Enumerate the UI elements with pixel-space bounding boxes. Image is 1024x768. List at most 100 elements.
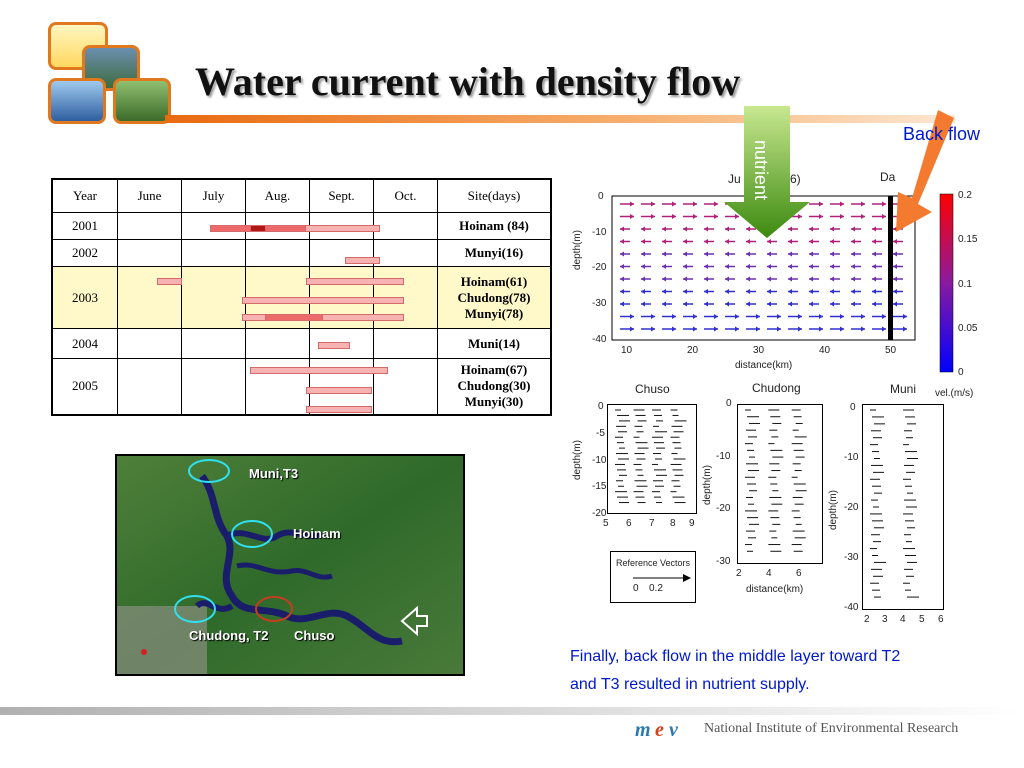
velocity-vector-head: [788, 226, 792, 232]
velocity-vector-head: [819, 314, 823, 319]
velocity-vector-head: [704, 301, 708, 307]
velocity-vector-head: [714, 326, 718, 332]
velocity-vector-head: [872, 264, 876, 269]
velocity-vector-head: [872, 276, 876, 282]
velocity-vector-head: [662, 289, 666, 294]
xlabel: distance(km): [746, 584, 804, 595]
ylabel: depth(m): [572, 439, 583, 480]
velocity-vector-head: [620, 226, 624, 232]
velocity-vector-head: [620, 301, 624, 307]
velocity-vector-head: [746, 276, 750, 282]
svg-text:e: e: [655, 719, 664, 741]
caption-line-2: and T3 resulted in nutrient supply.: [570, 676, 810, 693]
ytick: -20: [716, 503, 731, 514]
velocity-vector-head: [777, 326, 781, 332]
velocity-vector-head: [830, 239, 834, 244]
period-bar: [345, 257, 380, 264]
ylabel: depth(m): [828, 489, 839, 530]
sampling-table: Year June July Aug. Sept. Oct. Site(days…: [51, 178, 552, 416]
xtick: 5: [919, 614, 925, 625]
velocity-vector-head: [725, 276, 729, 282]
velocity-vector-head: [851, 226, 855, 232]
velocity-vector-head: [893, 264, 897, 269]
velocity-vector-head: [767, 239, 771, 244]
velocity-vector-head: [714, 201, 718, 207]
xtick: 40: [819, 345, 831, 356]
velocity-vector-head: [798, 214, 802, 219]
period-bar: [242, 297, 404, 304]
ref-tick: 0.2: [649, 583, 663, 594]
velocity-vector-head: [872, 226, 876, 232]
period-bar: [306, 406, 372, 413]
velocity-vector-head: [872, 251, 876, 257]
xtick: 2: [736, 568, 742, 579]
year-cell: 2002: [51, 239, 118, 267]
velocity-vector-head: [672, 326, 676, 332]
velocity-vector-head: [662, 226, 666, 232]
velocity-vector-head: [662, 264, 666, 269]
ytick: -40: [592, 334, 607, 345]
velocity-vector-head: [630, 214, 634, 219]
xtick: 20: [687, 345, 699, 356]
colorbar-tick: 0.1: [958, 279, 972, 290]
period-bar: [157, 278, 182, 285]
velocity-vector-head: [851, 239, 855, 244]
xtick: 6: [938, 614, 944, 625]
velocity-vector-head: [725, 251, 729, 257]
velocity-vector-head: [777, 314, 781, 319]
velocity-vector-head: [693, 214, 697, 219]
ytick: -20: [592, 508, 607, 519]
velocity-vector-head: [693, 326, 697, 332]
velocity-vector-head: [641, 301, 645, 307]
ytick: 0: [598, 401, 604, 412]
velocity-vector-head: [725, 264, 729, 269]
period-bar: [318, 342, 350, 349]
caption: Finally, back flow in the middle layer t…: [570, 643, 900, 699]
chudong-title: Chudong: [752, 381, 801, 395]
xlabel: distance(km): [735, 360, 793, 371]
velocity-vector-head: [651, 314, 655, 319]
velocity-vector-head: [788, 289, 792, 294]
velocity-vector-head: [788, 251, 792, 257]
velocity-vector-head: [704, 276, 708, 282]
table-row: 2002 Munyi(16): [51, 239, 552, 267]
velocity-vector-head: [861, 326, 865, 332]
velocity-vector-head: [893, 301, 897, 307]
velocity-vector-head: [641, 251, 645, 257]
velocity-vector-head: [809, 251, 813, 257]
velocity-vector-head: [840, 201, 844, 207]
xtick: 9: [689, 518, 695, 529]
velocity-vector-head: [851, 289, 855, 294]
xtick: 3: [882, 614, 888, 625]
velocity-vector-head: [662, 301, 666, 307]
velocity-vector-head: [861, 214, 865, 219]
ytick: -30: [592, 298, 607, 309]
ytick: -10: [844, 452, 859, 463]
velocity-vector-head: [620, 239, 624, 244]
velocity-vector-head: [830, 276, 834, 282]
chuso-title: Chuso: [635, 382, 670, 396]
colorbar-tick: 0: [958, 367, 964, 378]
velocity-vector-head: [809, 239, 813, 244]
velocity-vector-head: [620, 289, 624, 294]
velocity-vector-head: [620, 264, 624, 269]
velocity-vector-head: [630, 326, 634, 332]
plot-title-left: Ju: [728, 172, 741, 186]
colorbar-tick: 0.2: [958, 190, 972, 201]
velocity-vector-head: [767, 264, 771, 269]
period-bar: [306, 278, 404, 285]
velocity-vector-head: [746, 289, 750, 294]
ylabel: depth(m): [702, 464, 713, 505]
velocity-vector-head: [683, 276, 687, 282]
velocity-vector-head: [725, 301, 729, 307]
velocity-vector-head: [882, 201, 886, 207]
velocity-vector-head: [672, 314, 676, 319]
reference-vectors-title: Reference Vectors: [616, 558, 691, 568]
velocity-vector-head: [735, 314, 739, 319]
velocity-vector-head: [767, 289, 771, 294]
site-cell: Hoinam(67) Chudong(30) Munyi(30): [437, 358, 552, 415]
velocity-vector-head: [893, 226, 897, 232]
velocity-vector-head: [872, 301, 876, 307]
velocity-vector-head: [882, 314, 886, 319]
